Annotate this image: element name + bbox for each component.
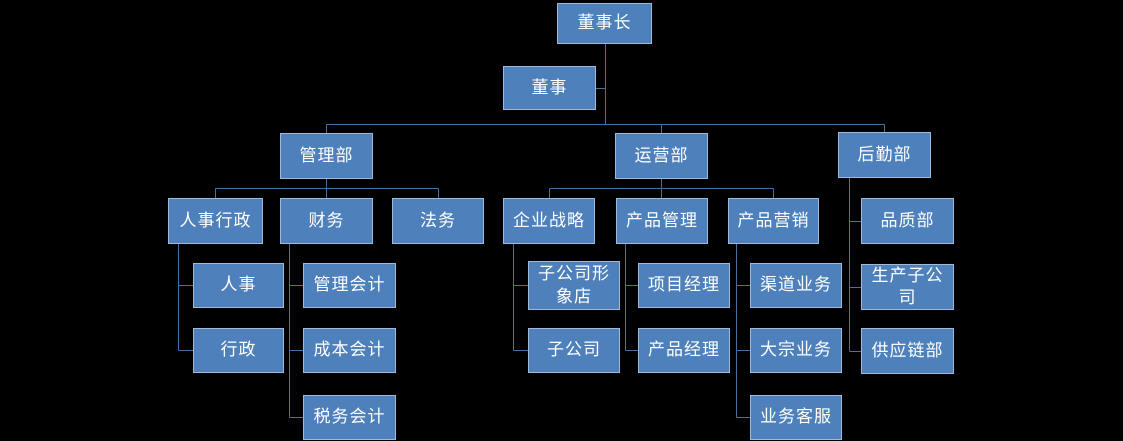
org-node-finance[interactable]: 财务	[280, 198, 373, 244]
org-node-business-service[interactable]: 业务客服	[750, 395, 842, 440]
org-node-logistics-dept[interactable]: 后勤部	[838, 132, 931, 178]
org-node-mgmt-accounting[interactable]: 管理会计	[303, 263, 396, 308]
org-node-board[interactable]: 董事	[503, 66, 596, 110]
org-node-bulk-business[interactable]: 大宗业务	[750, 328, 842, 373]
org-node-quality-dept[interactable]: 品质部	[861, 198, 954, 244]
org-node-operations-dept[interactable]: 运营部	[615, 133, 708, 179]
connector-logistics-hanging	[848, 178, 861, 353]
org-node-tax-accounting[interactable]: 税务会计	[303, 395, 396, 440]
org-node-corporate-strategy[interactable]: 企业战略	[503, 198, 595, 244]
connector-strategy-hanging	[512, 244, 528, 352]
connector-marketing-hanging	[735, 244, 750, 419]
org-node-project-manager[interactable]: 项目经理	[638, 263, 730, 308]
connector-finance-hanging	[288, 244, 303, 419]
org-node-subsidiary[interactable]: 子公司	[528, 328, 620, 373]
connector-product-mgmt-hanging	[624, 244, 638, 352]
org-node-product-marketing[interactable]: 产品营销	[728, 198, 819, 244]
org-node-product-management[interactable]: 产品管理	[616, 198, 708, 244]
connector-management-branch	[214, 179, 440, 198]
org-node-channel-business[interactable]: 渠道业务	[750, 263, 842, 308]
org-node-hr[interactable]: 人事	[193, 263, 284, 308]
org-node-subsidiary-image-store[interactable]: 子公司形象店	[528, 261, 620, 310]
org-node-hr-admin[interactable]: 人事行政	[168, 198, 263, 244]
org-node-supply-chain-dept[interactable]: 供应链部	[861, 328, 954, 374]
connector-trunk	[325, 44, 886, 133]
org-node-legal[interactable]: 法务	[392, 198, 484, 244]
org-node-production-subsidiary[interactable]: 生产子公司	[861, 264, 954, 310]
connector-operations-branch	[548, 179, 775, 198]
org-node-cost-accounting[interactable]: 成本会计	[303, 328, 396, 373]
org-node-chairman[interactable]: 董事长	[557, 3, 652, 44]
connector-hr-admin-hanging	[177, 244, 193, 352]
org-node-admin[interactable]: 行政	[193, 328, 284, 373]
org-node-management-dept[interactable]: 管理部	[280, 133, 373, 179]
org-node-product-manager[interactable]: 产品经理	[638, 328, 730, 373]
